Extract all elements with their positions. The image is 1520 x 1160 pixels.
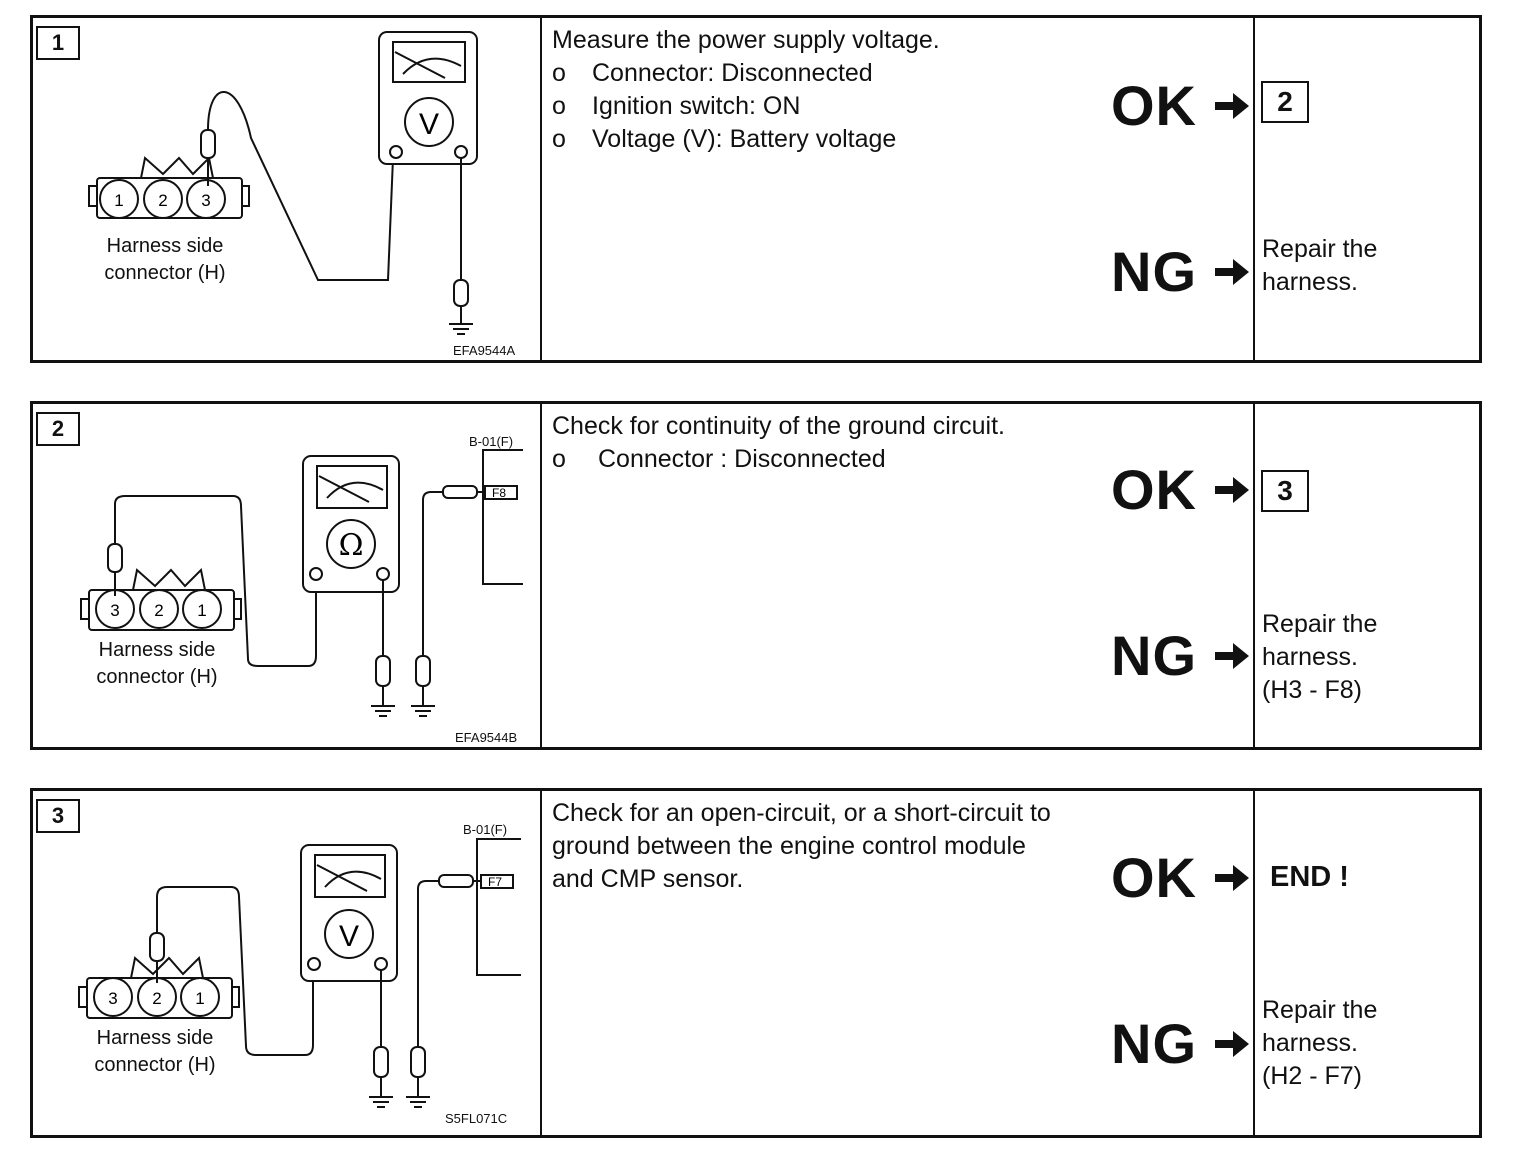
ecm-probe-icon bbox=[411, 449, 523, 717]
figure-code: S5FL071C bbox=[445, 1111, 508, 1126]
result-divider bbox=[1253, 404, 1255, 747]
pin-label: 2 bbox=[154, 601, 163, 620]
ok-label: OK bbox=[1111, 458, 1197, 521]
harness-label: Harness side connector (H) bbox=[96, 639, 218, 688]
step-2-panel: 3 2 1 Ω bbox=[30, 401, 1482, 750]
ok-label: OK bbox=[1111, 74, 1197, 137]
probe-icon bbox=[149, 886, 314, 1056]
arrow-right-icon bbox=[1215, 643, 1249, 669]
step-heading: and CMP sensor. bbox=[552, 865, 744, 893]
ohmmeter-icon bbox=[302, 455, 400, 593]
next-step-link[interactable]: 2 bbox=[1261, 81, 1309, 123]
figure-code: EFA9544A bbox=[453, 343, 516, 358]
ng-label: NG bbox=[1111, 624, 1197, 687]
step-heading: Measure the power supply voltage. bbox=[552, 26, 940, 54]
ng-action: Repair the harness. (H2 - F7) bbox=[1262, 996, 1378, 1090]
connector-code: B-01(F) bbox=[469, 434, 514, 449]
ecm-probe-icon bbox=[406, 838, 521, 1108]
pin-label: 2 bbox=[152, 989, 161, 1008]
meter-symbol: V bbox=[339, 920, 359, 953]
harness-connector-icon bbox=[78, 955, 240, 1019]
voltmeter-icon bbox=[378, 31, 478, 165]
end-label: END ! bbox=[1270, 861, 1349, 893]
step-heading: Check for continuity of the ground circu… bbox=[552, 412, 1006, 440]
ground-probe-icon bbox=[369, 970, 393, 1108]
step-heading: ground between the engine control module bbox=[552, 832, 1026, 860]
pin-label: 1 bbox=[197, 601, 206, 620]
probe-icon bbox=[200, 91, 394, 281]
figure-code: EFA9544B bbox=[455, 730, 518, 745]
step-1-diagram: 1 2 3 V bbox=[33, 18, 542, 360]
pin-label: 2 bbox=[158, 191, 167, 210]
open-short-check-diagram: 3 2 1 V bbox=[78, 838, 521, 1108]
step-3-panel: 3 2 1 V bbox=[30, 788, 1482, 1138]
step-number: 2 bbox=[36, 412, 80, 446]
pin-label: 1 bbox=[114, 191, 123, 210]
connector-code: B-01(F) bbox=[463, 822, 508, 837]
harness-connector-icon bbox=[80, 567, 242, 631]
pin-label: 1 bbox=[195, 989, 204, 1008]
pin-label: 3 bbox=[110, 601, 119, 620]
step-number: 3 bbox=[36, 799, 80, 833]
ground-probe-icon bbox=[371, 580, 395, 717]
arrow-right-icon bbox=[1215, 259, 1249, 285]
terminal-label: F8 bbox=[492, 486, 506, 500]
ng-action: Repair the harness. bbox=[1262, 235, 1378, 296]
step-1-panel: 1 2 3 V bbox=[30, 15, 1482, 363]
step-instructions: Check for an open-circuit, or a short-ci… bbox=[552, 797, 1252, 896]
voltage-measurement-diagram: 1 2 3 V bbox=[88, 31, 478, 335]
arrow-right-icon bbox=[1215, 1031, 1249, 1057]
step-2-diagram: 3 2 1 Ω bbox=[33, 404, 542, 747]
step-heading: Check for an open-circuit, or a short-ci… bbox=[552, 799, 1051, 827]
step-number: 1 bbox=[36, 26, 80, 60]
pin-label: 3 bbox=[108, 989, 117, 1008]
ng-action: Repair the harness. (H3 - F8) bbox=[1262, 610, 1378, 704]
ground-probe-icon bbox=[449, 158, 473, 335]
arrow-right-icon bbox=[1215, 93, 1249, 119]
pin-label: 3 bbox=[201, 191, 210, 210]
result-divider bbox=[1253, 18, 1255, 360]
ng-label: NG bbox=[1111, 1012, 1197, 1075]
harness-label: Harness side connector (H) bbox=[104, 235, 226, 284]
terminal-label: F7 bbox=[488, 875, 502, 889]
continuity-check-diagram: 3 2 1 Ω bbox=[80, 449, 523, 717]
next-step-link[interactable]: 3 bbox=[1261, 470, 1309, 512]
result-divider bbox=[1253, 791, 1255, 1135]
meter-symbol: Ω bbox=[339, 528, 364, 563]
step-instructions: Check for continuity of the ground circu… bbox=[552, 410, 1252, 476]
harness-label: Harness side connector (H) bbox=[94, 1027, 216, 1076]
arrow-right-icon bbox=[1215, 865, 1249, 891]
ng-label: NG bbox=[1111, 240, 1197, 303]
voltmeter-icon bbox=[300, 844, 398, 982]
arrow-right-icon bbox=[1215, 477, 1249, 503]
ok-label: OK bbox=[1111, 846, 1197, 909]
harness-connector-icon bbox=[88, 155, 250, 219]
step-3-diagram: 3 2 1 V bbox=[33, 791, 542, 1135]
probe-icon bbox=[107, 495, 317, 667]
meter-symbol: V bbox=[419, 108, 439, 141]
